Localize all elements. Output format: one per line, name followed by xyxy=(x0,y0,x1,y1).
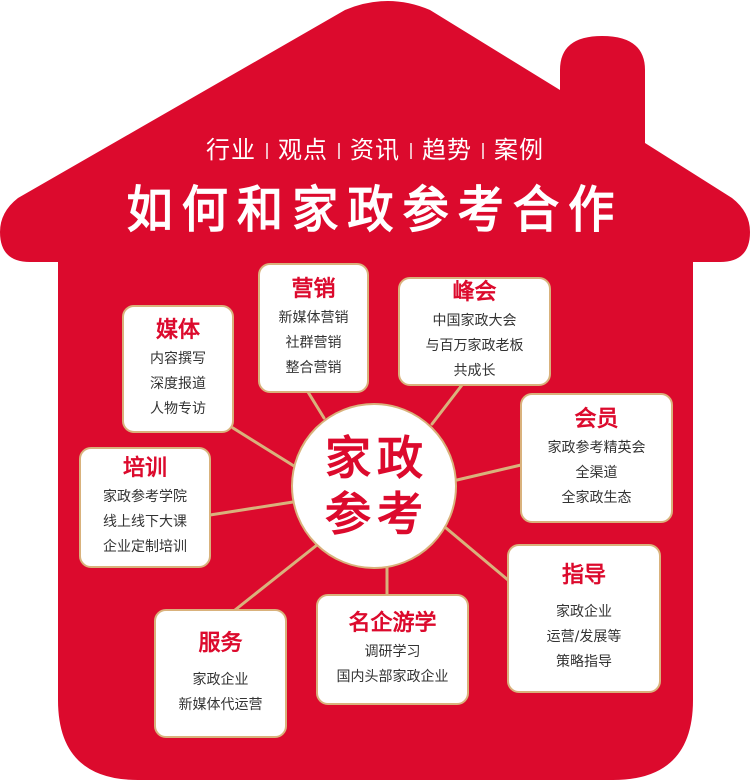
card-line: 家政企业 xyxy=(556,604,612,620)
card-line: 新媒体代运营 xyxy=(178,696,263,713)
card-title: 营销 xyxy=(291,276,336,302)
card-line: 企业定制培训 xyxy=(103,539,187,555)
card-line: 全家政生态 xyxy=(561,489,632,506)
page-title: 如何和家政参考合作 xyxy=(126,181,624,239)
card-training: 培训 家政参考学院 线上线下大课 企业定制培训 xyxy=(79,447,211,568)
line-guidance xyxy=(444,526,510,582)
card-line: 深度报道 xyxy=(150,375,206,392)
line-training xyxy=(208,500,295,517)
connector-lines xyxy=(208,383,523,612)
card-line: 内容撰写 xyxy=(150,350,206,367)
card-line: 整合营销 xyxy=(285,359,342,376)
card-line: 新媒体营销 xyxy=(278,309,349,326)
card-line: 社群营销 xyxy=(285,334,342,351)
card-guidance: 指导 家政企业 运营/发展等 策略指导 xyxy=(507,544,661,693)
tagline-item: 案例 xyxy=(494,136,544,164)
card-title: 会员 xyxy=(574,406,619,432)
line-member xyxy=(455,463,523,482)
tagline-item: 行业 xyxy=(206,136,256,164)
center-line-2: 参考 xyxy=(325,487,429,541)
card-media: 媒体 内容撰写 深度报道 人物专访 xyxy=(122,305,234,433)
card-title: 指导 xyxy=(561,563,606,588)
card-member: 会员 家政参考精英会 全渠道 全家政生态 xyxy=(520,393,673,523)
card-study-tour: 名企游学 调研学习 国内头部家政企业 xyxy=(316,594,469,705)
card-line: 全渠道 xyxy=(575,464,618,481)
center-logo-circle: 家政 参考 xyxy=(291,403,457,569)
card-line: 家政参考精英会 xyxy=(547,439,646,456)
tagline-item: 观点 xyxy=(278,136,328,164)
card-line: 调研学习 xyxy=(364,643,421,660)
card-line: 家政参考学院 xyxy=(103,489,187,505)
card-title: 峰会 xyxy=(452,280,497,305)
center-line-1: 家政 xyxy=(325,431,429,485)
card-title: 名企游学 xyxy=(348,610,437,636)
card-title: 服务 xyxy=(198,630,243,656)
line-marketing xyxy=(306,390,326,420)
card-summit: 峰会 中国家政大会 与百万家政老板 共成长 xyxy=(398,277,551,386)
card-line: 共成长 xyxy=(453,363,496,379)
line-media xyxy=(231,426,296,468)
line-summit xyxy=(430,383,464,426)
divider xyxy=(482,143,484,159)
card-line: 人物专访 xyxy=(150,400,206,417)
card-line: 与百万家政老板 xyxy=(425,338,524,354)
card-line: 家政企业 xyxy=(192,671,249,688)
tagline-item: 资讯 xyxy=(350,136,400,164)
divider xyxy=(266,143,268,159)
divider xyxy=(338,143,340,159)
card-line: 运营/发展等 xyxy=(546,629,622,645)
card-title: 媒体 xyxy=(155,317,200,343)
card-marketing: 营销 新媒体营销 社群营销 整合营销 xyxy=(258,263,369,393)
divider xyxy=(410,143,412,159)
card-line: 中国家政大会 xyxy=(432,313,517,329)
card-line: 策略指导 xyxy=(556,654,612,670)
card-title: 培训 xyxy=(122,456,167,481)
card-line: 国内头部家政企业 xyxy=(336,668,449,685)
tagline: 行业观点资讯趋势案例 xyxy=(0,130,750,165)
card-service: 服务 家政企业 新媒体代运营 xyxy=(154,609,287,738)
tagline-item: 趋势 xyxy=(422,136,472,164)
card-line: 线上线下大课 xyxy=(103,514,187,530)
line-service xyxy=(233,543,319,612)
